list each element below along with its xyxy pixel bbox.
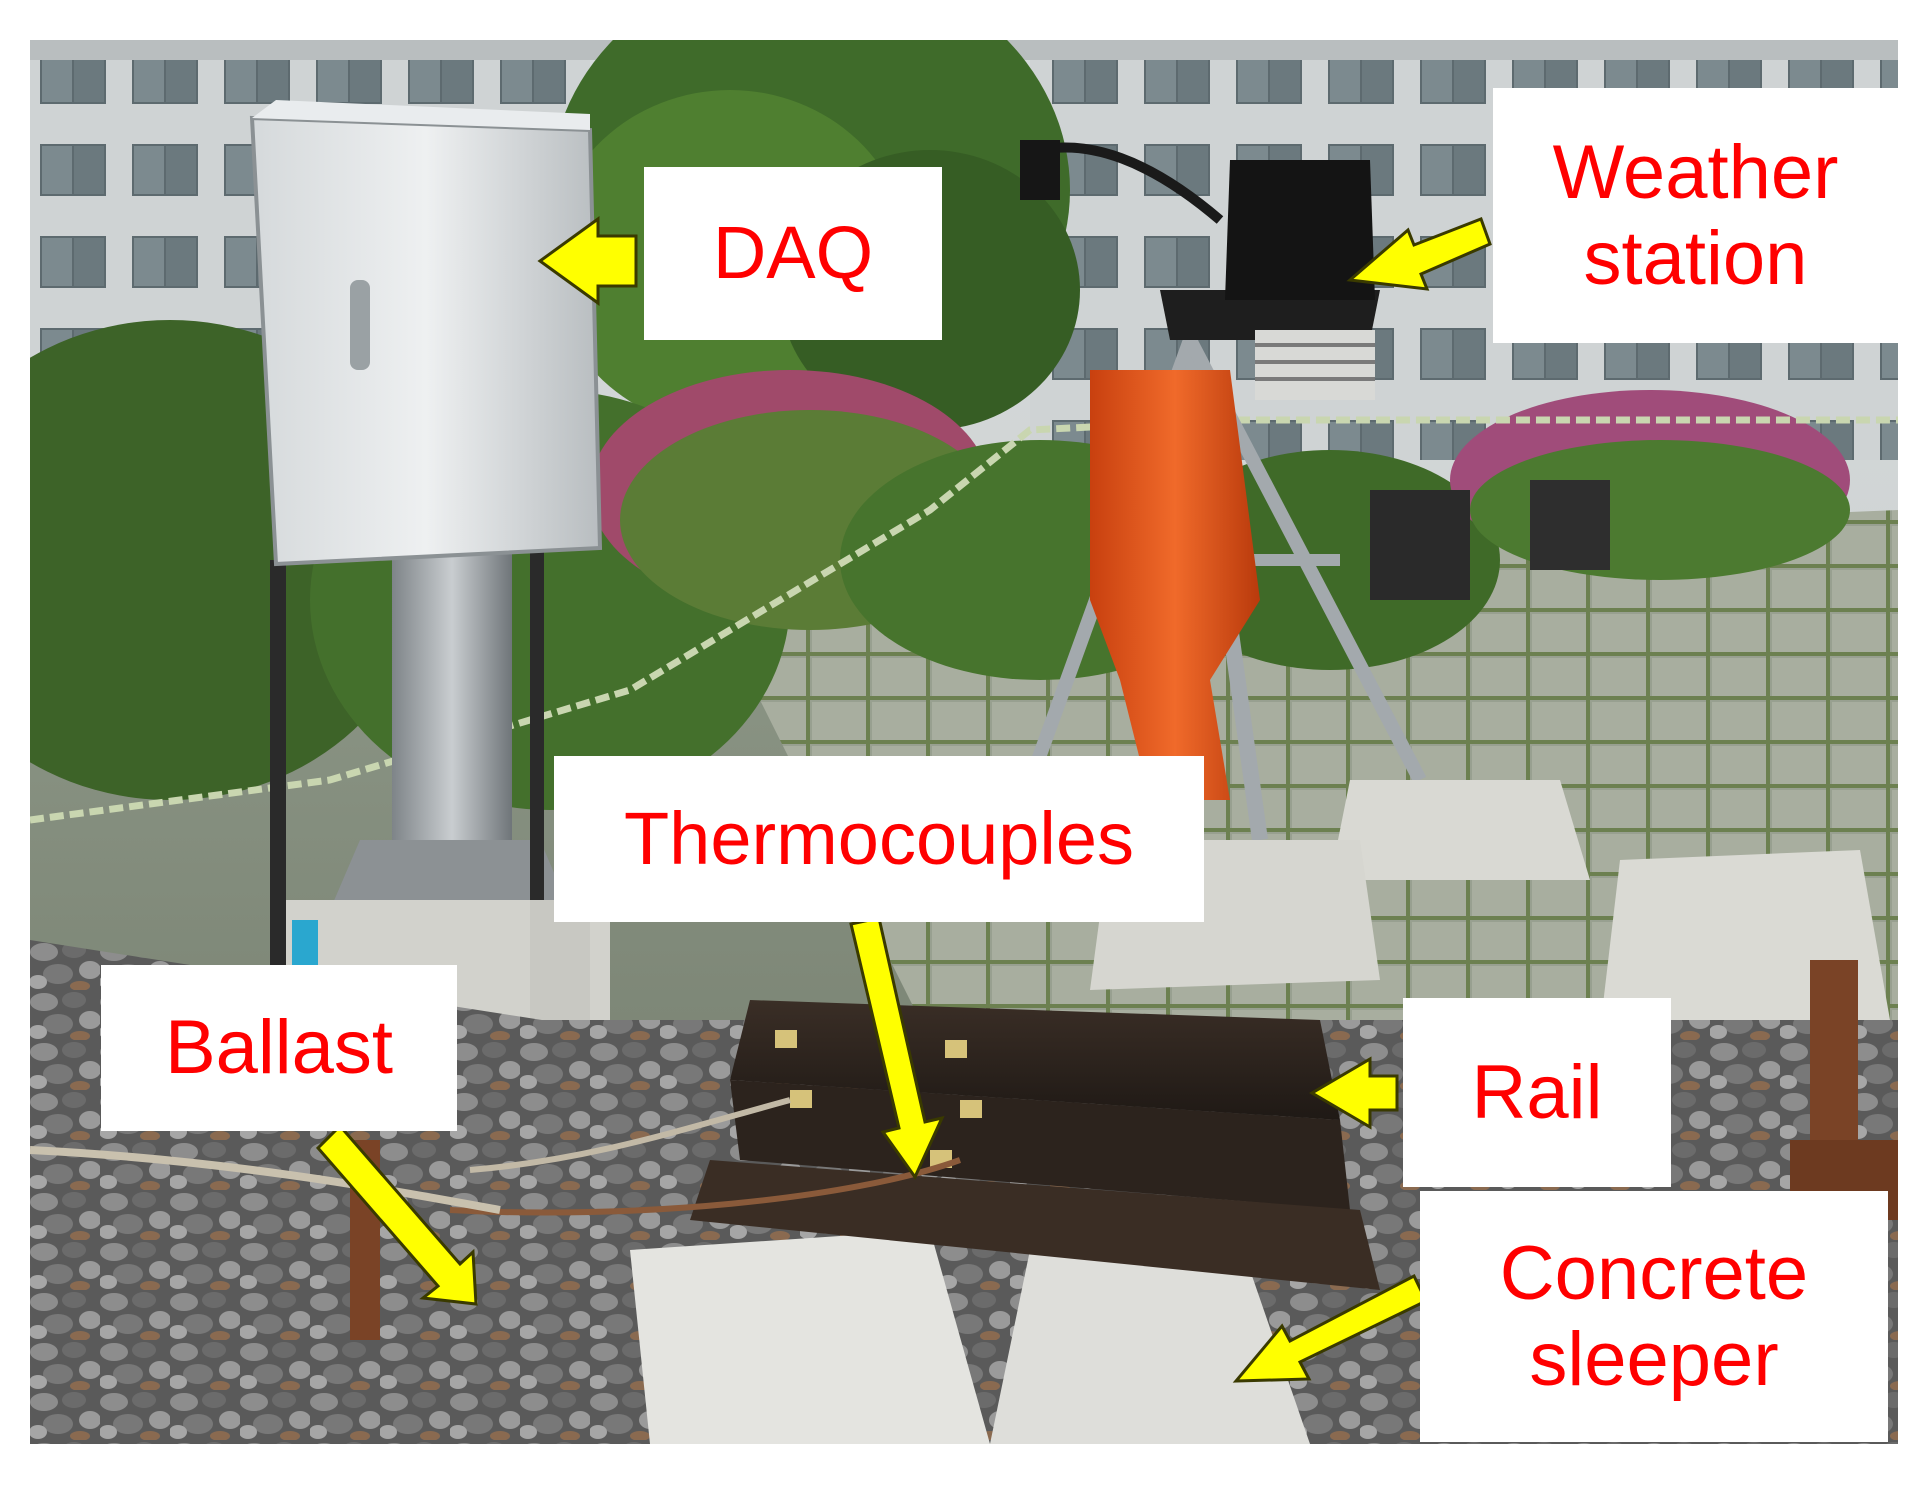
label-ballast: Ballast xyxy=(164,1005,394,1091)
callout-rail: Rail xyxy=(1403,998,1671,1187)
label-daq: DAQ xyxy=(712,211,874,295)
label-concrete-sleeper-line-1: Concrete xyxy=(1499,1231,1809,1317)
label-rail: Rail xyxy=(1471,1049,1603,1135)
label-thermocouples: Thermocouples xyxy=(623,796,1134,880)
callout-ballast: Ballast xyxy=(101,965,457,1131)
photo: DAQ Weather station Thermocouples Ballas… xyxy=(30,40,1898,1444)
label-weather-station-line-1: Weather xyxy=(1552,130,1839,216)
callout-daq: DAQ xyxy=(644,167,942,340)
callout-concrete-sleeper: Concrete sleeper xyxy=(1420,1191,1888,1442)
label-weather-station-line-2: station xyxy=(1583,215,1808,301)
label-concrete-sleeper-line-2: sleeper xyxy=(1529,1316,1779,1402)
callout-weather-station: Weather station xyxy=(1493,88,1898,343)
callout-thermocouples: Thermocouples xyxy=(554,756,1204,922)
